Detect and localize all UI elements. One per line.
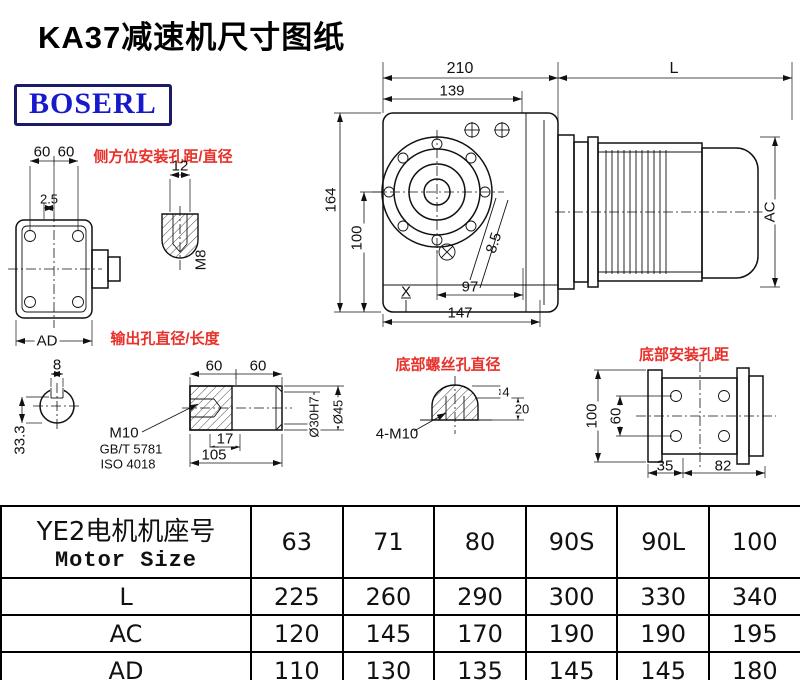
annotation-bottom-mount: 底部安装孔距 — [638, 346, 730, 364]
table-row-L: L 225 260 290 300 330 340 — [0, 577, 800, 616]
dim-x-ref: X — [400, 283, 412, 301]
dim-side-depth: AD — [34, 332, 60, 350]
table-header-cn: YE2电机机座号 — [36, 517, 216, 547]
dim-output-thread: M10 — [109, 424, 139, 442]
hatched-sections — [161, 213, 479, 431]
size-header: 90L — [616, 505, 710, 579]
table-cell: 135 — [433, 651, 527, 680]
motor-size-table: YE2电机机座号 Motor Size 63 71 80 90S 90L 100… — [0, 505, 800, 680]
dim-key-width: 8 — [52, 356, 62, 374]
table-cell: 180 — [707, 651, 800, 680]
dim-mount-pitch-v: 60 — [607, 405, 625, 427]
table-cell: 300 — [524, 577, 619, 616]
table-cell: 145 — [616, 651, 710, 680]
dim-side-pitch-1: 60 — [33, 143, 51, 161]
table-cell: 110 — [250, 651, 344, 680]
table-cell: 145 — [524, 651, 619, 680]
dim-screw-depth: 4 — [500, 384, 512, 400]
dim-output-total-len: 105 — [199, 446, 229, 464]
view-outlines — [15, 112, 764, 465]
table-row-AD: AD 110 130 135 145 145 180 — [0, 651, 800, 680]
dim-mount-height: 100 — [583, 401, 601, 431]
table-header-en: Motor Size — [54, 548, 198, 573]
dim-screw-height: 20 — [512, 401, 532, 417]
dim-output-len1: 60 — [205, 357, 223, 375]
dim-output-standard-1: GB/T 5781 — [99, 441, 163, 457]
table-cell: 340 — [707, 577, 800, 616]
table-cell: 290 — [433, 577, 527, 616]
annotation-bottom-screw: 底部螺丝孔直径 — [395, 356, 501, 374]
dim-mount-pitch-2: 82 — [714, 457, 732, 475]
dim-axis-height: 100 — [348, 223, 366, 253]
dim-flange-width: 139 — [439, 82, 465, 100]
center-lines — [8, 130, 776, 468]
size-header: 100 — [707, 505, 800, 579]
table-cell: 170 — [433, 614, 527, 653]
dim-bolt-span: 97 — [461, 278, 479, 296]
brand-logo-text: BOSERL — [29, 87, 157, 120]
dim-overall-width: 210 — [446, 60, 474, 77]
table-cell: 195 — [707, 614, 800, 653]
dim-side-thread: M8 — [192, 249, 210, 271]
table-header-row: YE2电机机座号 Motor Size 63 71 80 90S 90L 100 — [0, 505, 800, 579]
row-label: AD — [0, 651, 252, 680]
annotation-output-hole: 输出孔直径/长度 — [110, 330, 220, 348]
dim-side-offset: 2.5 — [39, 191, 59, 207]
dim-screw-spec: 4-M10 — [375, 425, 419, 443]
dimension-lines — [16, 75, 792, 476]
size-header: 80 — [433, 505, 527, 579]
dim-section-height: 33.3 — [11, 425, 29, 455]
table-cell: 260 — [341, 577, 436, 616]
dim-motor-diameter: AC — [761, 199, 779, 225]
dim-output-thread-len: 17 — [214, 430, 236, 448]
table-cell: 330 — [616, 577, 710, 616]
extension-lines — [15, 62, 793, 478]
row-label: L — [0, 577, 252, 616]
size-header: 90S — [524, 505, 619, 579]
row-label: AC — [0, 614, 252, 653]
page-title: KA37减速机尺寸图纸 — [38, 20, 346, 55]
table-cell: 130 — [341, 651, 436, 680]
dim-output-bore: Ø30H7 — [306, 394, 322, 440]
dim-side-pitch-2: 60 — [57, 143, 75, 161]
brand-logo: BOSERL — [14, 84, 172, 126]
dim-output-len2: 60 — [249, 357, 267, 375]
size-header: 63 — [250, 505, 344, 579]
dim-mount-pitch-1: 35 — [656, 457, 674, 475]
annotation-side-mount: 侧方位安装孔距/直径 — [93, 148, 233, 166]
table-cell: 145 — [341, 614, 436, 653]
dim-base-length: 147 — [447, 304, 473, 322]
table-header-motor-size: YE2电机机座号 Motor Size — [0, 505, 252, 579]
table-cell: 120 — [250, 614, 344, 653]
table-cell: 190 — [524, 614, 619, 653]
table-row-AC: AC 120 145 170 190 190 195 — [0, 614, 800, 653]
dim-motor-length: L — [669, 60, 679, 77]
dim-height: 164 — [322, 185, 340, 215]
dim-side-hole-diameter: 12 — [171, 157, 189, 175]
table-cell: 190 — [616, 614, 710, 653]
dim-output-od: Ø45 — [330, 397, 346, 427]
table-cell: 225 — [250, 577, 344, 616]
size-header: 71 — [341, 505, 436, 579]
dim-output-standard-2: ISO 4018 — [100, 456, 156, 472]
